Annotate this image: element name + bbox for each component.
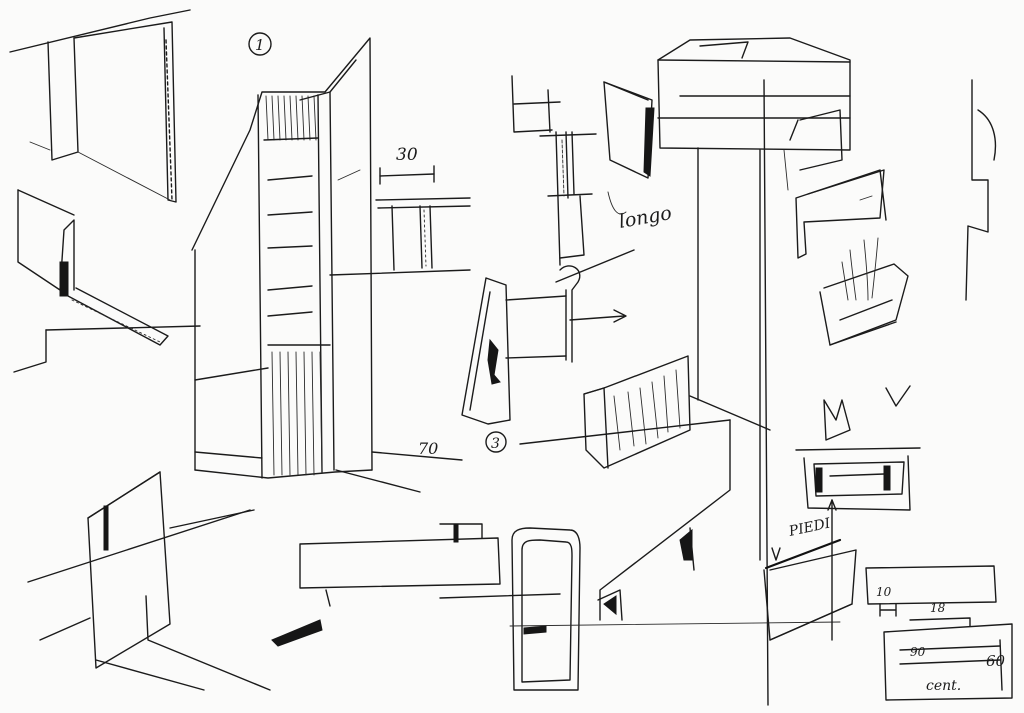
edge-curve-sketch	[965, 79, 997, 301]
doorway-sketch	[9, 9, 191, 203]
view-1-label: 1	[255, 36, 265, 54]
plan-box-sketch	[795, 447, 921, 511]
dim-60-label: 60	[986, 652, 1006, 670]
wall-longo-sketch: longo	[603, 81, 673, 233]
detail-30-sketch: 30	[375, 145, 471, 271]
column-detail-sketch	[511, 75, 635, 363]
bench-sketch	[519, 355, 771, 621]
dim-18-label: 18	[930, 601, 946, 615]
bottom-right-detail-sketch: 10 18 90 60 cent.	[865, 565, 1013, 701]
tower-sketch: 1	[191, 32, 471, 493]
dim-10-label: 10	[876, 585, 892, 599]
wall-ramp-sketch	[13, 189, 201, 373]
note-piedi: PIEDI	[787, 515, 833, 540]
planter-sketch	[795, 169, 911, 441]
view-3-label: 3	[491, 436, 500, 452]
building-sketch	[657, 37, 851, 706]
long-bench-sketch	[271, 523, 561, 647]
view-3-sketch: 3	[461, 277, 627, 453]
dim-30-label: 30	[396, 145, 418, 165]
note-longo: longo	[617, 202, 673, 233]
bottom-wall-sketch	[27, 471, 271, 691]
dim-70-label: 70	[418, 439, 438, 458]
note-cent: cent.	[926, 678, 961, 694]
piedi-planter-sketch: PIEDI	[763, 499, 857, 641]
tall-panel-sketch	[509, 527, 841, 691]
dim-90-label: 90	[910, 645, 926, 659]
detail-70-sketch: 70	[371, 439, 463, 461]
